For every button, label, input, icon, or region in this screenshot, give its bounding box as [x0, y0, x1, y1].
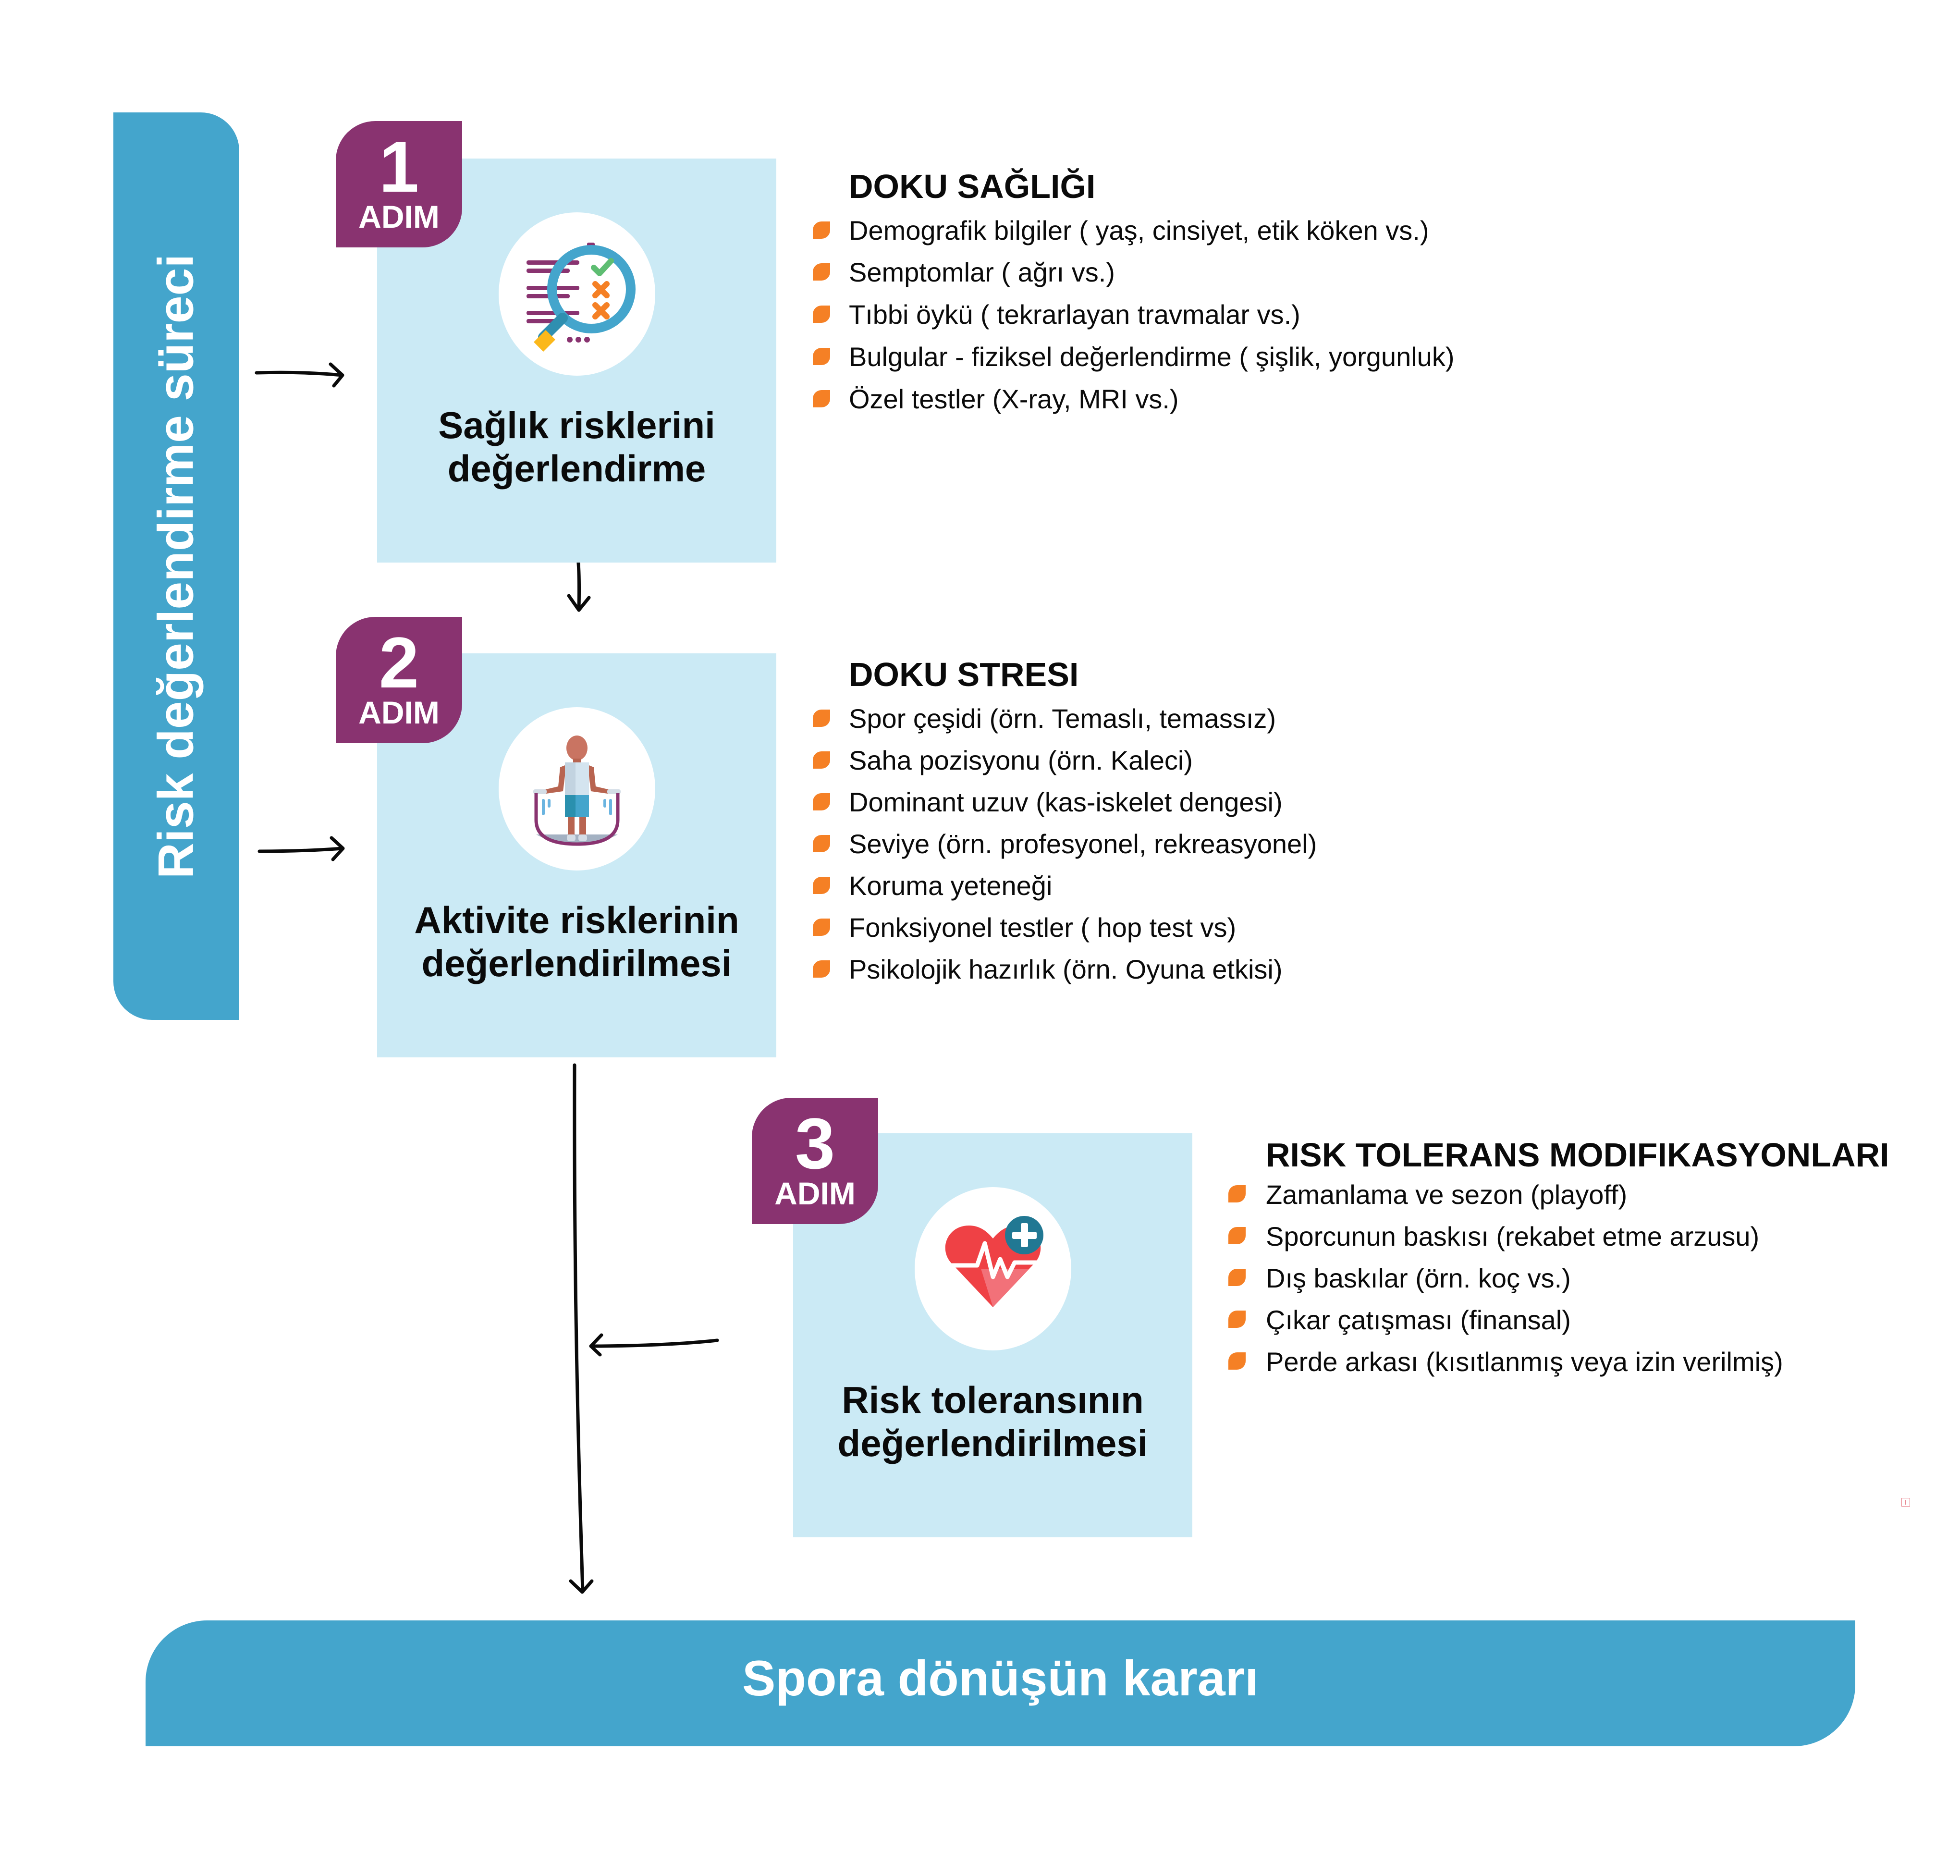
list-item: Zamanlama ve sezon (playoff) — [1266, 1179, 1628, 1210]
section-heading-doku-stresi: DOKU STRESI — [849, 656, 1079, 693]
step-3-icon-circle — [914, 1187, 1071, 1350]
step-number: 3 — [795, 1103, 835, 1184]
step-number: 2 — [379, 622, 419, 703]
bullet-icon — [1228, 1352, 1246, 1370]
step-number: 1 — [379, 126, 419, 207]
step-2-title-line2: değerlendirilmesi — [421, 942, 732, 984]
list-item: Sporcunun baskısı (rekabet etme arzusu) — [1266, 1221, 1760, 1251]
list-item: Spor çeşidi (örn. Temaslı, temassız) — [849, 703, 1276, 734]
bullet-icon — [813, 960, 830, 978]
bullet-icon — [813, 348, 830, 365]
section-heading-risk-tolerans: RISK TOLERANS MODIFIKASYONLARI — [1266, 1136, 1889, 1174]
bullet-icon — [1228, 1185, 1246, 1202]
bullet-icon — [813, 835, 830, 852]
step-3-title: Risk toleransının değerlendirilmesi — [793, 1378, 1192, 1465]
step-label: ADIM — [358, 198, 440, 234]
step-3-title-line1: Risk toleransının — [842, 1379, 1144, 1421]
list-item: Dominant uzuv (kas-iskelet dengesi) — [849, 787, 1283, 817]
step-1-icon-circle — [498, 212, 655, 376]
step-2-title: Aktivite risklerinin değerlendirilmesi — [377, 898, 776, 985]
list-item: Seviye (örn. profesyonel, rekreasyonel) — [849, 829, 1317, 859]
list-item: Fonksiyonel testler ( hop test vs) — [849, 912, 1237, 943]
step-1-title-line2: değerlendirme — [447, 447, 706, 490]
step-2-title-line1: Aktivite risklerinin — [414, 899, 739, 941]
arrow-step3-to-main — [589, 1333, 719, 1357]
step-1-title-line1: Sağlık risklerini — [438, 404, 715, 446]
bullet-icon — [1228, 1227, 1246, 1244]
bullet-icon — [813, 751, 830, 769]
list-item: Semptomlar ( ağrı vs.) — [849, 257, 1115, 287]
decision-label: Spora dönüşün kararı — [742, 1650, 1259, 1706]
list-item: Demografik bilgiler ( yaş, cinsiyet, eti… — [849, 215, 1429, 245]
bullet-icon — [813, 793, 830, 810]
list-item: Çıkar çatışması (finansal) — [1266, 1305, 1571, 1335]
list-item: Saha pozisyonu (örn. Kaleci) — [849, 745, 1193, 775]
list-item: Perde arkası (kısıtlanmış veya izin veri… — [1266, 1347, 1783, 1377]
magnifier-checklist-icon — [526, 243, 636, 352]
list-item: Dış baskılar (örn. koç vs.) — [1266, 1263, 1571, 1293]
list-item: Özel testler (X-ray, MRI vs.) — [849, 384, 1179, 414]
arrow-sidebar-to-step2 — [257, 836, 345, 861]
step-3-title-line2: değerlendirilmesi — [837, 1422, 1148, 1464]
list-item: Tıbbi öykü ( tekrarlayan travmalar vs.) — [849, 299, 1300, 330]
bullet-icon — [813, 710, 830, 727]
heart-pulse-plus-icon — [945, 1216, 1043, 1307]
step-2-icon-circle — [498, 707, 655, 871]
bullet-icon — [813, 390, 830, 407]
list-item: Koruma yeteneği — [849, 871, 1053, 901]
jump-rope-athlete-icon — [533, 736, 621, 846]
list-item: Psikolojik hazırlık (örn. Oyuna etkisi) — [849, 954, 1283, 984]
bullet-icon — [1228, 1311, 1246, 1328]
bullet-icon — [813, 306, 830, 323]
step-1-title: Sağlık risklerini değerlendirme — [377, 404, 776, 490]
bullet-icon — [1228, 1269, 1246, 1286]
bullet-icon — [813, 919, 830, 936]
section-heading-doku-sagligi: DOKU SAĞLIĞI — [849, 168, 1096, 205]
list-item: Bulgular - fiziksel değerlendirme ( şişl… — [849, 342, 1455, 372]
bullet-icon — [813, 877, 830, 894]
step-3-badge: 3 ADIM — [752, 1098, 878, 1224]
sidebar-label: Risk değerlendirme süreci — [148, 254, 204, 879]
step-2-badge: 2 ADIM — [336, 617, 462, 743]
arrow-step1-to-step2 — [567, 555, 591, 612]
arrow-main-down-to-decision — [569, 1063, 594, 1594]
plus-marker-icon — [1901, 1498, 1910, 1507]
decision-bar: Spora dönüşün kararı — [146, 1620, 1855, 1746]
process-sidebar: Risk değerlendirme süreci — [113, 112, 239, 1020]
step-label: ADIM — [774, 1175, 856, 1211]
arrow-sidebar-to-step1 — [255, 362, 344, 388]
bullet-icon — [813, 221, 830, 239]
step-label: ADIM — [358, 694, 440, 730]
bullet-icon — [813, 263, 830, 281]
step-1-badge: 1 ADIM — [336, 121, 462, 247]
